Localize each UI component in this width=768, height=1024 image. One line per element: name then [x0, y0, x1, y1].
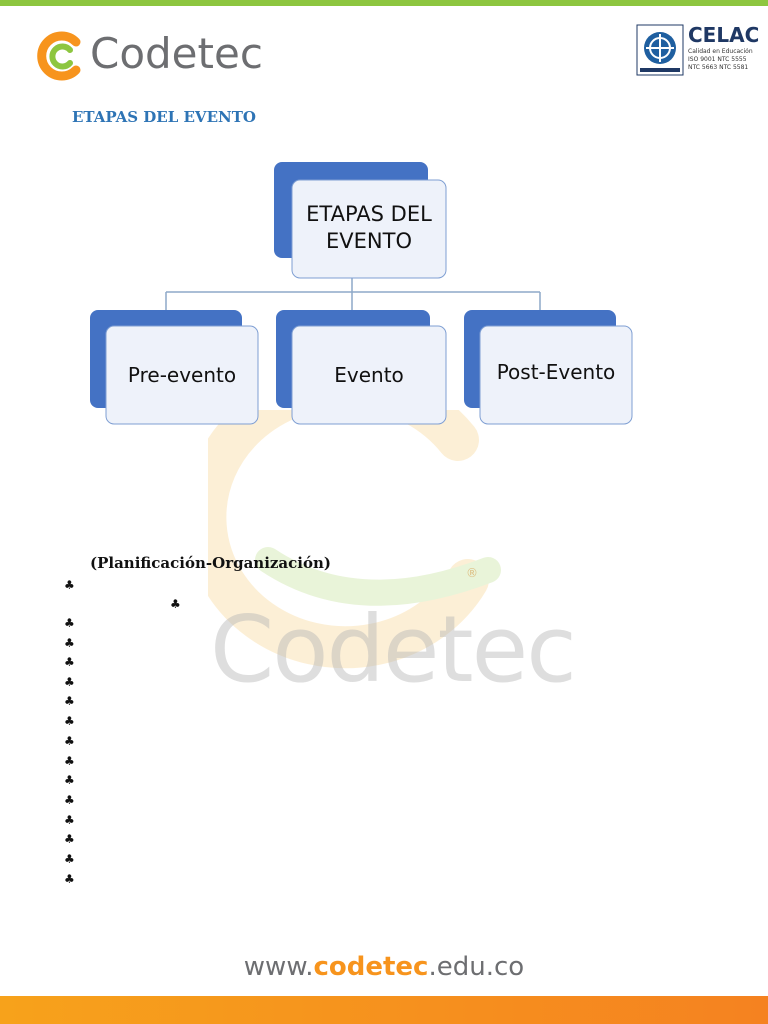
child-label-post-evento: Post-Evento: [496, 360, 616, 384]
child-label-evento: Evento: [334, 363, 404, 387]
celac-line-2: ISO 9001 NTC 5555: [688, 56, 747, 63]
certification-seal-icon: [636, 24, 684, 76]
bullet-icon: ♣: [64, 754, 75, 768]
subheading: (Planificación-Organización): [90, 554, 331, 572]
watermark-text: Codetec: [210, 596, 577, 703]
bullet-icon: ♣: [64, 675, 75, 689]
bullet-icon: ♣: [64, 616, 75, 630]
url-suffix: .edu.co: [428, 952, 525, 982]
child-label-pre-evento: Pre-evento: [127, 363, 237, 387]
url-brand: codetec: [313, 952, 429, 982]
bullet-icon: ♣: [64, 714, 75, 728]
bullet-icon: ♣: [64, 734, 75, 748]
root-node-label: ETAPAS DEL EVENTO: [292, 180, 446, 276]
url-prefix: www.: [243, 952, 314, 982]
bullet-icon: ♣: [64, 636, 75, 650]
footer-url[interactable]: www.codetec.edu.co: [0, 952, 768, 982]
bullet-icon: ♣: [64, 655, 75, 669]
top-accent-bar: [0, 0, 768, 6]
bullet-icon: ♣: [64, 578, 75, 592]
bottom-accent-bar: [0, 996, 768, 1024]
bullet-icon: ♣: [64, 773, 75, 787]
celac-name: CELAC: [688, 23, 760, 47]
bullet-icon: ♣: [64, 872, 75, 886]
diagram-connectors: [165, 278, 541, 310]
bullet-icon: ♣: [170, 597, 181, 611]
bullet-icon: ♣: [64, 694, 75, 708]
child-node-post-evento: [464, 310, 633, 425]
bullet-icon: ♣: [64, 832, 75, 846]
bullet-icon: ♣: [64, 793, 75, 807]
bullet-icon: ♣: [64, 852, 75, 866]
celac-details: Calidad en Educación ISO 9001 NTC 5555 N…: [688, 48, 764, 72]
logo-text: Codetec: [90, 29, 263, 78]
section-title: ETAPAS DEL EVENTO: [72, 108, 256, 126]
registered-mark-icon: ®: [466, 566, 478, 580]
watermark-logo-icon: [208, 410, 501, 669]
codetec-logo: Codetec: [36, 28, 276, 81]
child-node-pre-evento: [90, 310, 259, 425]
celac-line-1: Calidad en Educación: [688, 48, 753, 55]
event-stages-diagram: [90, 162, 633, 425]
root-node: [274, 162, 447, 279]
root-label-line-1: ETAPAS DEL: [306, 202, 432, 226]
root-label-line-2: EVENTO: [326, 229, 412, 253]
celac-certification: CELAC Calidad en Educación ISO 9001 NTC …: [636, 24, 762, 76]
bullet-icon: ♣: [64, 813, 75, 827]
codetec-c-icon: [37, 31, 81, 81]
celac-line-3: NTC 5663 NTC 5581: [688, 64, 749, 71]
child-node-evento: [276, 310, 447, 425]
